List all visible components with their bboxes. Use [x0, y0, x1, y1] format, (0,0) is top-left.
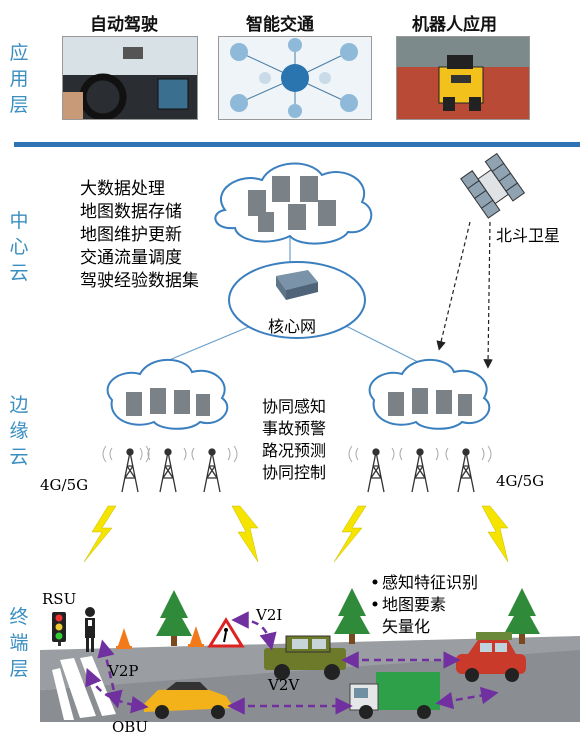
rsu-label: RSU [42, 590, 77, 608]
satellite-icon [460, 152, 526, 219]
tree-icons [156, 588, 540, 646]
tower-group-left [121, 448, 221, 493]
center-function-item: 地图维护更新 [80, 225, 182, 245]
v2v-label: V2V [268, 676, 300, 694]
layer-label-edge-cloud: 边缘云 [9, 394, 29, 468]
center-cloud-function-list: 大数据处理 地图数据存储 地图维护更新 交通流量调度 驾驶经验数据集 [80, 178, 199, 293]
center-cloud-icon [214, 162, 373, 245]
traffic-network-icon [230, 38, 358, 118]
app-title-autonomous: 自动驾驶 [90, 15, 158, 35]
autonomous-driving-photo [62, 36, 198, 120]
tower-group-right [367, 448, 475, 493]
edge-cloud-left-icon [106, 358, 229, 430]
center-function-item: 交通流量调度 [80, 248, 182, 268]
core-network-ellipse [228, 261, 366, 339]
core-network-label: 核心网 [268, 317, 317, 336]
obu-label: OBU [112, 718, 148, 736]
truck-icon [349, 672, 440, 719]
edge-cloud-function-list: 协同感知 事故预警 路况预测 协同控制 [262, 396, 326, 484]
robot-photo [396, 36, 530, 120]
terminal-feature-list: 感知特征识别 地图要素 矢量化 [382, 572, 478, 638]
yellow-car-icon [144, 682, 234, 719]
app-title-traffic: 智能交通 [246, 15, 314, 35]
center-function-item: 驾驶经验数据集 [80, 271, 199, 291]
traffic-light-icon [52, 612, 66, 646]
layer-label-terminal: 终端层 [9, 606, 29, 680]
edge-function-item: 事故预警 [262, 419, 327, 438]
red-car-icon [456, 632, 526, 682]
edge-cloud-right-icon [368, 358, 491, 430]
bullet-dot [372, 601, 378, 607]
layer-label-application: 应用层 [9, 42, 29, 116]
robot-icon [397, 37, 529, 119]
network-label-right: 4G/5G [496, 472, 545, 490]
network-label-left: 4G/5G [40, 476, 89, 494]
bullet-dot [372, 579, 378, 585]
edge-function-item: 路况预测 [262, 441, 327, 460]
app-title-robot: 机器人应用 [412, 15, 497, 35]
center-function-item: 地图数据存储 [80, 202, 182, 222]
satellite-label: 北斗卫星 [496, 226, 561, 245]
edge-function-item: 协同控制 [262, 463, 327, 482]
lightning-icons [83, 505, 509, 563]
jeep-icon [264, 635, 346, 680]
car-interior-icon [63, 37, 197, 119]
edge-function-item: 协同感知 [262, 397, 327, 416]
v2i-label: V2I [256, 606, 283, 624]
terminal-feature-item: 矢量化 [382, 617, 431, 636]
signal-waves [102, 445, 492, 463]
intelligent-traffic-photo [218, 36, 372, 120]
router-icon [276, 270, 318, 300]
terminal-feature-item: 感知特征识别 [382, 573, 479, 592]
center-function-item: 大数据处理 [80, 179, 165, 199]
layer-divider [14, 142, 580, 147]
pedestrian-warning-sign-icon [207, 617, 245, 648]
terminal-feature-item: 地图要素 [382, 595, 447, 614]
v2p-label: V2P [108, 662, 139, 680]
pedestrian-icon [85, 607, 95, 652]
layer-label-center-cloud: 中心云 [9, 210, 29, 284]
